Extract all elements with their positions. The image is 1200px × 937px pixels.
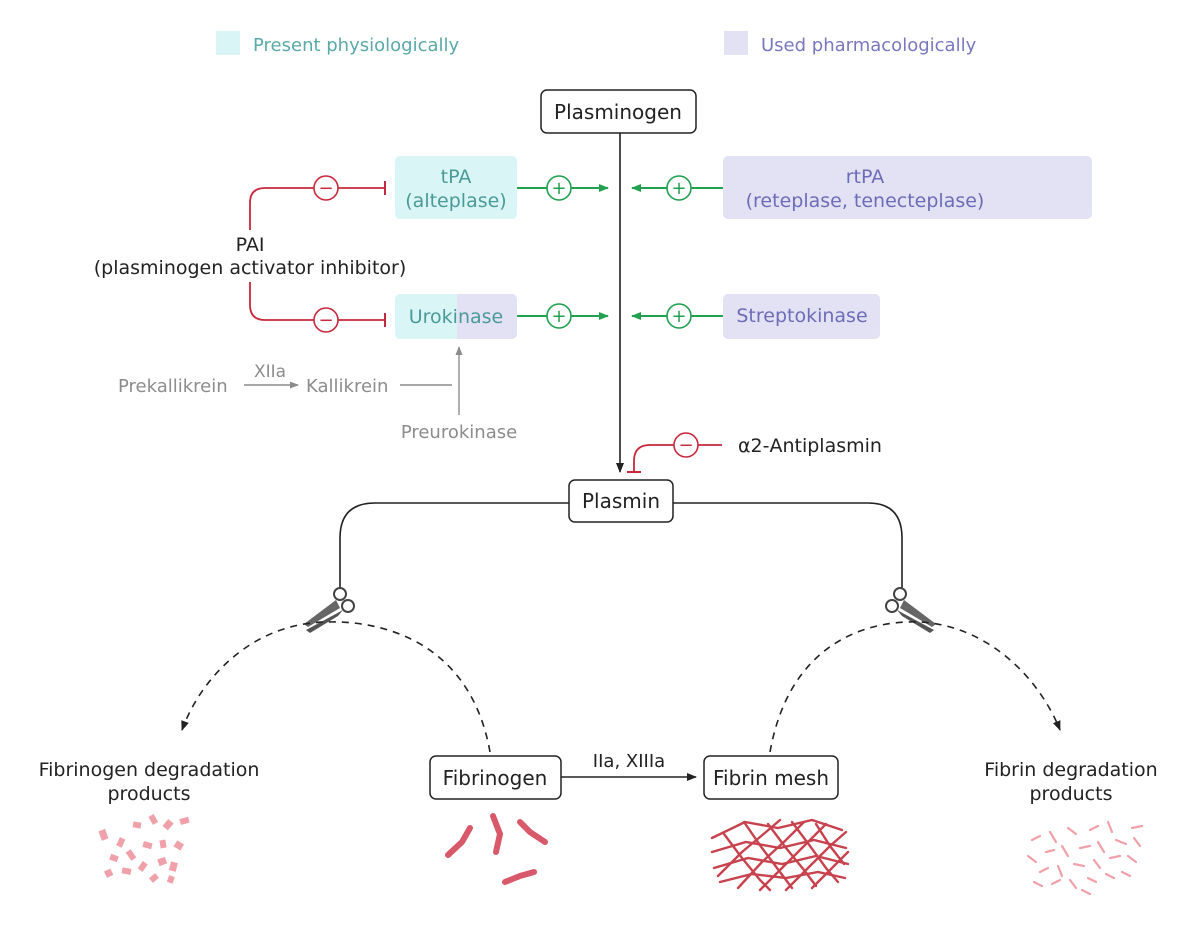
plasmin-right-branch (673, 502, 903, 592)
kallikrein-label: Kallikrein (306, 376, 388, 397)
plus-icon: + (666, 303, 692, 329)
fibrinogen-label: Fibrinogen (443, 766, 548, 790)
streptokinase-node: Streptokinase (723, 294, 880, 339)
activation-arrows: + + + + (517, 175, 723, 329)
plasminogen-label: Plasminogen (554, 100, 682, 124)
plus-sign: + (671, 178, 686, 199)
fibrinogen-degradation-label: Fibrinogen degradation (39, 759, 260, 781)
legend-swatch-pharmacological (724, 31, 748, 55)
plus-sign: + (551, 306, 566, 327)
fibrin-degradation-label: Fibrin degradation (984, 759, 1157, 781)
urokinase-node: Urokinase (395, 294, 517, 339)
antiplasmin-inhibition: − α2-Antiplasmin (627, 432, 882, 473)
fibrin-degradation-arc (769, 621, 1061, 753)
plasmin-label: Plasmin (582, 489, 660, 513)
prekallikrein-label: Prekallikrein (118, 376, 228, 397)
plus-icon: + (666, 175, 692, 201)
legend-label-pharmacological: Used pharmacologically (761, 35, 977, 56)
fibrinogen-node: Fibrinogen (429, 755, 562, 800)
minus-sign: − (318, 178, 333, 199)
fibrin-degradation-label-2: products (1030, 783, 1113, 805)
tpa-node: tPA (alteplase) (395, 156, 517, 219)
xiia-label: XIIa (254, 362, 286, 382)
scissors-icon (304, 587, 355, 633)
antiplasmin-label: α2-Antiplasmin (738, 435, 882, 457)
plus-sign: + (671, 306, 686, 327)
preurokinase-label: Preurokinase (401, 422, 517, 443)
legend: Present physiologically Used pharmacolog… (216, 31, 977, 56)
plasminogen-node: Plasminogen (540, 89, 697, 134)
fibrinogen-fragments-illustration (98, 814, 190, 884)
plus-sign: + (551, 178, 566, 199)
plasmin-left-branch (339, 502, 569, 592)
pai-to-urokinase-inhibit-line (249, 282, 385, 321)
rtpa-node: rtPA (reteplase, tenecteplase) (723, 156, 1092, 219)
pai-full-name-label: (plasminogen activator inhibitor) (94, 257, 407, 279)
fibrin-mesh-label: Fibrin mesh (713, 766, 829, 790)
plus-icon: + (546, 303, 572, 329)
pai-label: PAI (236, 234, 265, 256)
antiplasmin-inhibit-line (633, 444, 722, 472)
legend-swatch-physiological (216, 31, 240, 55)
scissors-icon (885, 587, 936, 633)
pai-to-tpa-inhibit-line (249, 187, 385, 230)
tpa-alteplase-label: (alteplase) (405, 190, 506, 212)
fibrinogen-degradation-arc (181, 621, 491, 753)
fibrinogen-degradation-label-2: products (108, 783, 191, 805)
rtpa-drugs-label: (reteplase, tenecteplase) (746, 190, 985, 212)
fibrin-mesh-node: Fibrin mesh (703, 755, 839, 800)
thrombin-factor-label: IIa, XIIIa (593, 751, 665, 772)
fibrinogen-strands-illustration (445, 813, 548, 885)
prekallikrein-pathway: Prekallikrein XIIa Kallikrein Preurokina… (118, 346, 517, 443)
rtpa-label: rtPA (846, 166, 885, 188)
minus-sign: − (318, 310, 333, 331)
fibrin-fragments-illustration (1026, 820, 1144, 896)
streptokinase-label: Streptokinase (736, 305, 867, 327)
minus-icon: − (673, 432, 699, 458)
fibrin-mesh-illustration (710, 818, 850, 892)
legend-label-physiological: Present physiologically (253, 35, 460, 56)
minus-icon: − (313, 307, 339, 333)
pai-inhibition: − − PAI (plasminogen activator inhibitor… (94, 175, 407, 333)
minus-sign: − (678, 435, 693, 456)
urokinase-label: Urokinase (409, 306, 503, 328)
tpa-label: tPA (441, 166, 472, 188)
plasmin-node: Plasmin (568, 479, 674, 523)
plus-icon: + (546, 175, 572, 201)
minus-icon: − (313, 175, 339, 201)
